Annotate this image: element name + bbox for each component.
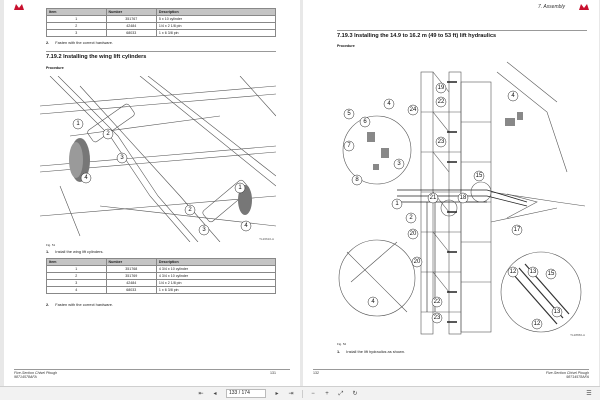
figure-callout: 3 bbox=[202, 227, 206, 233]
table-header: Number bbox=[105, 8, 157, 16]
figure-callout: 4 bbox=[244, 223, 248, 229]
last-page-button[interactable]: ⇥ bbox=[286, 389, 296, 399]
table-row: 3 68033 1 x 6 3/8 pin bbox=[46, 29, 277, 37]
footer-doc-title: Five-Section Chisel Plough 98714578AFA bbox=[545, 371, 589, 380]
section-title: 7.19.3 Installing the 14.9 to 16.2 m (49… bbox=[337, 33, 497, 39]
figure-callout: 12 bbox=[510, 269, 517, 275]
footer-rule bbox=[14, 369, 290, 370]
figure-callout: 1 bbox=[238, 185, 242, 191]
last-page-icon: ⇥ bbox=[288, 391, 294, 397]
zoom-out-icon: − bbox=[311, 391, 315, 397]
figure-callout: 3 bbox=[397, 161, 401, 167]
step-note: 2.Fasten with the correct hardware. bbox=[46, 302, 113, 307]
table-row: 3 42484 1/4 x 2 1/8 pin bbox=[46, 279, 277, 287]
figure-callout: 21 bbox=[430, 195, 437, 201]
figure-caption: Fig. 52 bbox=[337, 342, 347, 346]
table-row: 4 68033 1 x 6 3/8 pin bbox=[46, 286, 277, 294]
toolbar-divider bbox=[302, 390, 303, 398]
procedure-label: Procedure bbox=[46, 66, 64, 70]
figure-callout: 17 bbox=[514, 227, 521, 233]
right-page: 7. Assembly 7.19.3 Installing the 14.9 t… bbox=[303, 0, 599, 386]
step-instruction: 1.Install the wing lift cylinders. bbox=[46, 249, 104, 254]
figure-callout: 15 bbox=[548, 271, 555, 277]
figure-callout: 24 bbox=[410, 107, 417, 113]
wing-lift-cylinder-figure: 1 2 3 4 1 2 3 4 TL26610-A bbox=[40, 76, 276, 242]
menu-icon: ☰ bbox=[586, 391, 592, 397]
fit-page-icon: ⤢ bbox=[338, 391, 344, 397]
step-instruction: 1.Install the lift hydraulics as shown. bbox=[337, 349, 406, 354]
figure-callout: 23 bbox=[438, 139, 445, 145]
figure-callout: 20 bbox=[410, 231, 417, 237]
zoom-in-icon: + bbox=[325, 391, 329, 397]
first-page-icon: ⇤ bbox=[198, 391, 204, 397]
table-row: 1 351767 5 x 10 cylinder bbox=[46, 15, 277, 23]
figure-callout: 13 bbox=[554, 309, 561, 315]
page-number-input[interactable]: 133 / 174 bbox=[226, 389, 266, 398]
table-header: Item bbox=[46, 8, 107, 16]
figure-callout: 22 bbox=[438, 99, 445, 105]
table-header: Description bbox=[155, 8, 277, 16]
procedure-label: Procedure bbox=[337, 44, 355, 48]
page-number: 132 bbox=[313, 371, 319, 375]
figure-callout: 7 bbox=[347, 143, 351, 149]
figure-callout: 1 bbox=[395, 201, 399, 207]
step-note: 2.Fasten with the correct hardware. bbox=[46, 40, 113, 45]
rotate-icon: ↻ bbox=[352, 391, 358, 397]
figure-callout: 8 bbox=[355, 177, 359, 183]
figure-callout: 4 bbox=[371, 299, 375, 305]
figure-callout: 15 bbox=[476, 173, 483, 179]
previous-page-icon: ◂ bbox=[213, 391, 217, 397]
figure-code: TL28650-A bbox=[570, 333, 585, 337]
left-page: Item Number Description 1 351767 5 x 10 … bbox=[4, 0, 300, 386]
section-divider bbox=[46, 51, 276, 52]
table-header: Description bbox=[155, 258, 277, 266]
fit-page-button[interactable]: ⤢ bbox=[336, 389, 346, 399]
figure-callout: 20 bbox=[414, 259, 421, 265]
figure-callout: 1 bbox=[76, 121, 80, 127]
first-page-button[interactable]: ⇤ bbox=[196, 389, 206, 399]
brand-logo-icon bbox=[14, 4, 24, 10]
figure-callout: 4 bbox=[387, 101, 391, 107]
bottom-parts-table: Item Number Description 1 351768 4 3/4 x… bbox=[46, 258, 277, 294]
figure-callout: 13 bbox=[530, 269, 537, 275]
sidebar-toggle-button[interactable]: ☰ bbox=[584, 389, 594, 399]
table-header: Number bbox=[105, 258, 157, 266]
previous-page-button[interactable]: ◂ bbox=[210, 389, 220, 399]
footer-rule bbox=[313, 369, 589, 370]
table-row: 2 42484 1/4 x 2 1/8 pin bbox=[46, 22, 277, 30]
next-page-icon: ▸ bbox=[275, 391, 279, 397]
table-row: 1 351768 4 3/4 x 10 cylinder bbox=[46, 265, 277, 273]
zoom-out-button[interactable]: − bbox=[308, 389, 318, 399]
figure-callout: 4 bbox=[511, 93, 515, 99]
figure-callout: 6 bbox=[363, 119, 367, 125]
chapter-title: 7. Assembly bbox=[537, 4, 565, 10]
figure-code: TL26610-A bbox=[259, 237, 274, 241]
zoom-in-button[interactable]: + bbox=[322, 389, 332, 399]
figure-callout: 2 bbox=[409, 215, 413, 221]
lift-hydraulics-figure: 5 6 7 8 4 3 1 2 19 22 24 23 15 18 21 20 … bbox=[337, 52, 587, 338]
footer-doc-title: Five-Section Chisel Plough 98714578AFA bbox=[14, 371, 58, 380]
figure-callout: 2 bbox=[188, 207, 192, 213]
figure-caption: Fig. 51 bbox=[46, 243, 56, 247]
table-header: Item bbox=[46, 258, 107, 266]
figure-callout: 23 bbox=[434, 315, 441, 321]
section-divider bbox=[337, 30, 587, 31]
section-title: 7.19.2 Installing the wing lift cylinder… bbox=[46, 54, 147, 60]
rotate-button[interactable]: ↻ bbox=[350, 389, 360, 399]
top-parts-table: Item Number Description 1 351767 5 x 10 … bbox=[46, 8, 277, 37]
figure-callout: 18 bbox=[460, 195, 467, 201]
figure-callout: 19 bbox=[438, 85, 445, 91]
next-page-button[interactable]: ▸ bbox=[272, 389, 282, 399]
figure-callout: 2 bbox=[106, 131, 110, 137]
figure-callout: 5 bbox=[347, 111, 351, 117]
figure-callout: 12 bbox=[534, 321, 541, 327]
brand-logo-icon bbox=[579, 4, 589, 10]
figure-callout: 22 bbox=[434, 299, 441, 305]
viewer-toolbar: ⇤ ◂ 133 / 174 ▸ ⇥ − + ⤢ ↻ ☰ bbox=[0, 386, 600, 400]
table-row: 2 351769 4 3/4 x 10 cylinder bbox=[46, 272, 277, 280]
page-number: 131 bbox=[270, 371, 276, 375]
figure-callout: 3 bbox=[120, 155, 124, 161]
figure-callout: 4 bbox=[84, 175, 88, 181]
